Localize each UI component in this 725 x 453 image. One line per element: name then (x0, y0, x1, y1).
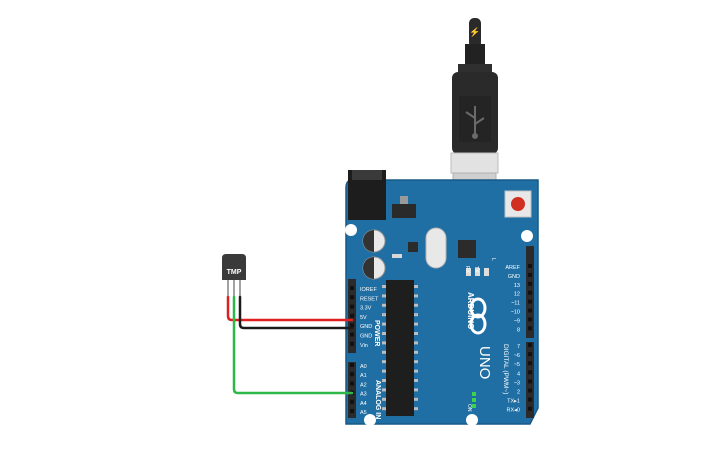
wire-a3-signal[interactable] (232, 295, 354, 395)
power-pin[interactable] (350, 286, 354, 290)
digital-pin[interactable] (528, 317, 532, 322)
digital-pin-label: AREF (505, 265, 520, 271)
analog-pin[interactable] (350, 372, 354, 377)
power-pin-label: GND (360, 324, 372, 330)
digital-pin-label: ~3 (514, 380, 520, 386)
analog-section-label: ANALOG IN (374, 380, 381, 419)
lightning-icon: ⚡ (469, 26, 480, 38)
temperature-sensor-icon (222, 254, 246, 280)
analog-pin-label: A0 (360, 364, 367, 370)
power-pin-label: 3.3V (360, 306, 372, 312)
digital-pin-label: ~5 (514, 362, 520, 368)
digital-pin-label: ~6 (514, 353, 520, 359)
digital-pin[interactable] (528, 264, 532, 268)
model-label: UNO (476, 346, 493, 379)
digital-pin[interactable] (528, 299, 532, 304)
analog-pin[interactable] (350, 363, 354, 367)
digital-pin[interactable] (528, 361, 532, 366)
analog-pin-label: A4 (360, 401, 367, 407)
digital-pin-label: 8 (517, 327, 520, 333)
digital-pin[interactable] (528, 343, 532, 347)
brand-label: ARDUINO (466, 292, 475, 329)
digital-pin[interactable] (528, 308, 532, 313)
digital-pin-label: 7 (517, 344, 520, 350)
power-pin-label: Vin (360, 343, 368, 349)
digital-pin[interactable] (528, 388, 532, 393)
wire-5v[interactable] (226, 295, 354, 322)
sensor-label: TMP (227, 269, 242, 276)
digital-pin[interactable] (528, 397, 532, 402)
power-pin[interactable] (350, 313, 354, 318)
digital-pin-label: 2 (517, 390, 520, 396)
power-pin-label: 5V (360, 315, 367, 321)
digital-pin-label: 12 (514, 292, 520, 298)
digital-pin[interactable] (528, 326, 532, 331)
digital-pin[interactable] (528, 406, 532, 411)
power-pin[interactable] (350, 332, 354, 337)
digital-pin-label: TX▸1 (507, 399, 520, 405)
power-pin-label: IOREF (360, 287, 377, 293)
digital-pin-label: ~9 (514, 318, 520, 324)
digital-pin[interactable] (528, 290, 532, 295)
power-pin[interactable] (350, 323, 354, 328)
usb-icon (465, 106, 485, 139)
power-section-label: POWER (373, 320, 380, 346)
analog-pin-label: A5 (360, 410, 367, 416)
analog-header[interactable] (348, 362, 356, 418)
digital-pin-label: GND (508, 274, 520, 280)
power-pin[interactable] (350, 295, 354, 300)
digital-pin[interactable] (528, 370, 532, 375)
digital-pin[interactable] (528, 379, 532, 384)
power-pin-label: RESET (360, 296, 379, 302)
digital-pin-label: 13 (514, 283, 520, 289)
analog-pin[interactable] (350, 381, 354, 386)
wire-gnd[interactable] (238, 295, 354, 330)
analog-pin-label: A3 (360, 392, 367, 398)
arduino-logo (469, 297, 487, 335)
tx-label: TX (473, 266, 479, 273)
reset-button[interactable] (504, 190, 532, 218)
digital-section-label: DIGITAL (PWM~) (502, 344, 509, 394)
analog-pin-label: A2 (360, 382, 367, 388)
temperature-sensor[interactable]: TMP (222, 254, 246, 298)
digital-pin-label: ~11 (511, 301, 520, 307)
rx-label: RX (464, 266, 470, 274)
analog-pin-label: A1 (360, 373, 367, 379)
power-pin-label: GND (360, 334, 372, 340)
l-label: L (490, 258, 496, 261)
on-label: ON (466, 404, 472, 412)
power-pin[interactable] (350, 341, 354, 346)
digital-pin[interactable] (528, 272, 532, 277)
digital-pin-label: 4 (517, 371, 520, 377)
digital-pin-label: RX◂0 (507, 408, 520, 414)
digital-pin-label: ~10 (511, 310, 520, 316)
analog-pin[interactable] (350, 409, 354, 413)
microcontroller-chip (382, 280, 418, 416)
arduino-board[interactable]: RX TX L ARDUINO UNO ON POWER ANALOG IN D (345, 170, 539, 426)
digital-pin[interactable] (528, 281, 532, 286)
analog-pin[interactable] (350, 399, 354, 404)
power-pin[interactable] (350, 304, 354, 309)
on-led (472, 392, 476, 408)
digital-pin[interactable] (528, 352, 532, 357)
